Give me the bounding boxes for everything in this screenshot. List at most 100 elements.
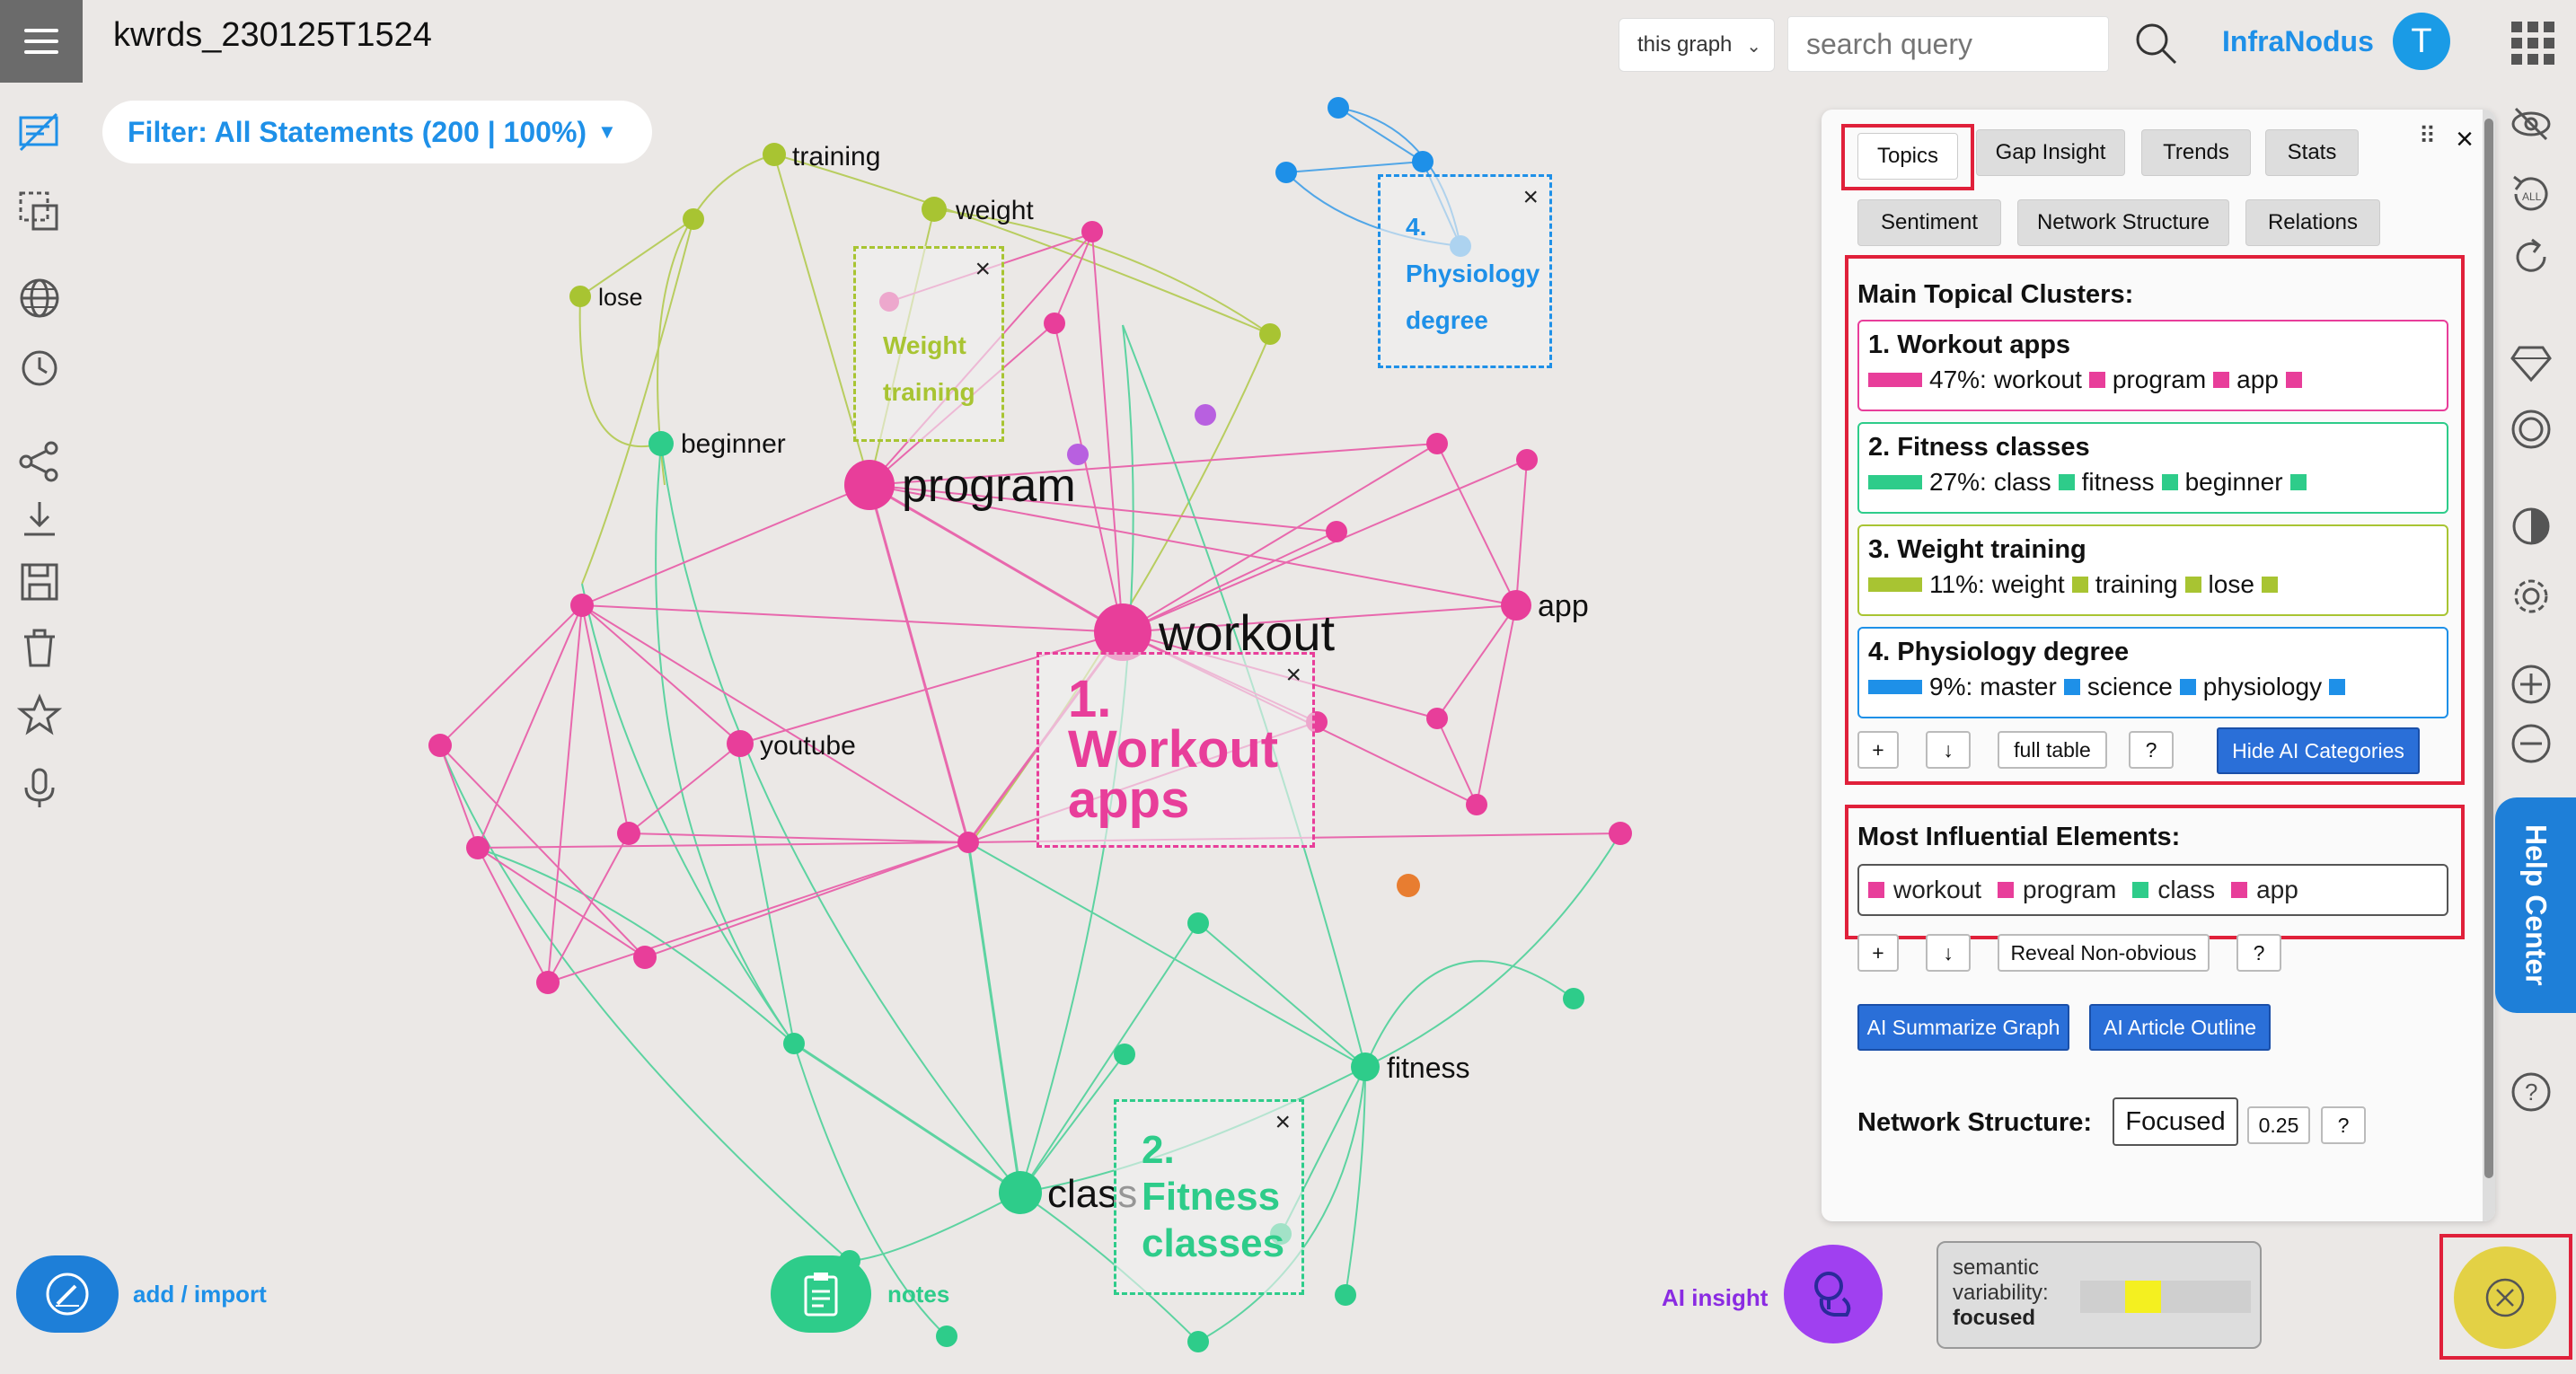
- tab-relations[interactable]: Relations: [2245, 199, 2380, 246]
- node[interactable]: [783, 1033, 805, 1054]
- node-lose[interactable]: [569, 286, 591, 307]
- network-graph[interactable]: training weight lose beginner program wo…: [0, 0, 1814, 1374]
- cluster-word[interactable]: training: [2095, 570, 2178, 598]
- tab-sentiment[interactable]: Sentiment: [1857, 199, 2001, 246]
- node-workout[interactable]: [1094, 603, 1151, 661]
- zoom-out-icon[interactable]: [2504, 717, 2558, 771]
- node[interactable]: [1516, 449, 1538, 471]
- influential-word[interactable]: class: [2157, 876, 2216, 903]
- node-fitness[interactable]: [1351, 1053, 1380, 1081]
- tab-network-structure[interactable]: Network Structure: [2017, 199, 2229, 246]
- node[interactable]: [957, 832, 979, 853]
- close-icon[interactable]: ×: [1285, 660, 1301, 690]
- reset-all-icon[interactable]: ALL: [2504, 167, 2558, 221]
- cluster-word[interactable]: class: [1993, 468, 2051, 496]
- full-table-button[interactable]: full table: [1998, 731, 2107, 769]
- influence-help-button[interactable]: ?: [2236, 934, 2281, 972]
- node[interactable]: [428, 734, 452, 757]
- add-import-label[interactable]: add / import: [133, 1281, 267, 1308]
- influential-word[interactable]: workout: [1893, 876, 1982, 903]
- cluster-word[interactable]: fitness: [2081, 468, 2155, 496]
- globe-icon[interactable]: [13, 271, 66, 325]
- microphone-icon[interactable]: [13, 762, 66, 815]
- apps-grid-icon[interactable]: [2511, 22, 2554, 65]
- cluster-word[interactable]: master: [1980, 673, 2057, 700]
- cluster-overlay-workout-apps[interactable]: × 1. Workout apps: [1037, 652, 1315, 848]
- save-icon[interactable]: [13, 555, 66, 609]
- cluster-word[interactable]: program: [2112, 366, 2207, 393]
- node-app[interactable]: [1501, 590, 1531, 621]
- cluster-word[interactable]: science: [2086, 673, 2173, 700]
- semantic-variability-widget[interactable]: semantic variability: focused: [1936, 1241, 2262, 1349]
- cluster-overlay-physiology-degree[interactable]: × 4. Physiology degree: [1378, 174, 1552, 368]
- structure-help-button[interactable]: ?: [2321, 1106, 2366, 1144]
- scope-select[interactable]: this graph ⌄: [1619, 18, 1775, 72]
- node[interactable]: [1397, 874, 1420, 897]
- brand-logo[interactable]: InfraNodus: [2222, 25, 2374, 57]
- node-youtube[interactable]: [727, 730, 754, 757]
- diamond-icon[interactable]: [2504, 336, 2558, 390]
- node[interactable]: [617, 822, 640, 845]
- refresh-icon[interactable]: [2504, 230, 2558, 284]
- node[interactable]: [936, 1326, 957, 1347]
- cluster-word[interactable]: beginner: [2184, 468, 2283, 496]
- node[interactable]: [633, 946, 657, 969]
- clusters-help-button[interactable]: ?: [2129, 731, 2174, 769]
- cluster-overlay-fitness-classes[interactable]: × 2. Fitness classes: [1114, 1099, 1304, 1295]
- search-icon[interactable]: [2132, 20, 2179, 66]
- node[interactable]: [1609, 822, 1632, 845]
- cluster-card-2[interactable]: 2. Fitness classes 27%: class fitness be…: [1857, 422, 2448, 514]
- circle-icon[interactable]: [2504, 402, 2558, 456]
- close-panel-button[interactable]: ×: [2456, 122, 2474, 156]
- node[interactable]: [1195, 404, 1216, 426]
- node[interactable]: [1081, 221, 1103, 242]
- select-area-icon[interactable]: [13, 185, 66, 239]
- cluster-overlay-weight-training[interactable]: × Weight training: [853, 246, 1004, 442]
- node[interactable]: [570, 594, 594, 617]
- node-weight[interactable]: [922, 197, 947, 222]
- drag-handle-icon[interactable]: ⠿: [2418, 122, 2436, 149]
- notes-button[interactable]: [771, 1255, 871, 1333]
- help-center-tab[interactable]: Help Center: [2495, 797, 2576, 1013]
- cluster-word[interactable]: app: [2236, 366, 2279, 393]
- node[interactable]: [1563, 988, 1584, 1009]
- node[interactable]: [1275, 162, 1297, 183]
- zoom-in-icon[interactable]: [2504, 657, 2558, 711]
- download-icon[interactable]: [13, 492, 66, 546]
- node[interactable]: [1328, 97, 1349, 119]
- node-training[interactable]: [763, 143, 786, 166]
- cluster-card-3[interactable]: 3. Weight training 11%: weight training …: [1857, 524, 2448, 616]
- node[interactable]: [1466, 794, 1487, 815]
- node[interactable]: [1114, 1044, 1135, 1065]
- cluster-card-1[interactable]: 1. Workout apps 47%: workout program app: [1857, 320, 2448, 411]
- tab-trends[interactable]: Trends: [2141, 129, 2251, 176]
- edit-text-icon[interactable]: [13, 106, 66, 160]
- cluster-word[interactable]: physiology: [2202, 673, 2323, 700]
- contrast-icon[interactable]: [2504, 499, 2558, 553]
- node[interactable]: [466, 836, 490, 859]
- search-input[interactable]: [1787, 16, 2109, 72]
- node[interactable]: [683, 208, 704, 230]
- node[interactable]: [1335, 1284, 1356, 1306]
- close-overlay-button[interactable]: [2454, 1246, 2556, 1349]
- node[interactable]: [1187, 1331, 1209, 1352]
- menu-button[interactable]: [0, 0, 83, 83]
- history-icon[interactable]: [13, 341, 66, 395]
- add-cluster-button[interactable]: +: [1857, 731, 1899, 769]
- node[interactable]: [1426, 433, 1448, 454]
- cluster-word[interactable]: lose: [2208, 570, 2254, 598]
- close-icon[interactable]: ×: [1522, 182, 1539, 212]
- structure-value[interactable]: Focused: [2113, 1097, 2238, 1146]
- panel-scrollbar[interactable]: [2483, 110, 2495, 1221]
- cluster-word[interactable]: workout: [1993, 366, 2082, 393]
- question-icon[interactable]: ?: [2504, 1065, 2558, 1119]
- cluster-card-4[interactable]: 4. Physiology degree 9%: master science …: [1857, 627, 2448, 718]
- node[interactable]: [1187, 912, 1209, 934]
- eye-icon[interactable]: [2504, 97, 2558, 151]
- add-import-button[interactable]: [16, 1255, 119, 1333]
- influential-word[interactable]: app: [2256, 876, 2298, 903]
- download-influence-button[interactable]: ↓: [1926, 934, 1971, 972]
- node[interactable]: [1067, 444, 1089, 465]
- ai-article-outline-button[interactable]: AI Article Outline: [2089, 1004, 2271, 1051]
- tab-topics[interactable]: Topics: [1857, 133, 1958, 180]
